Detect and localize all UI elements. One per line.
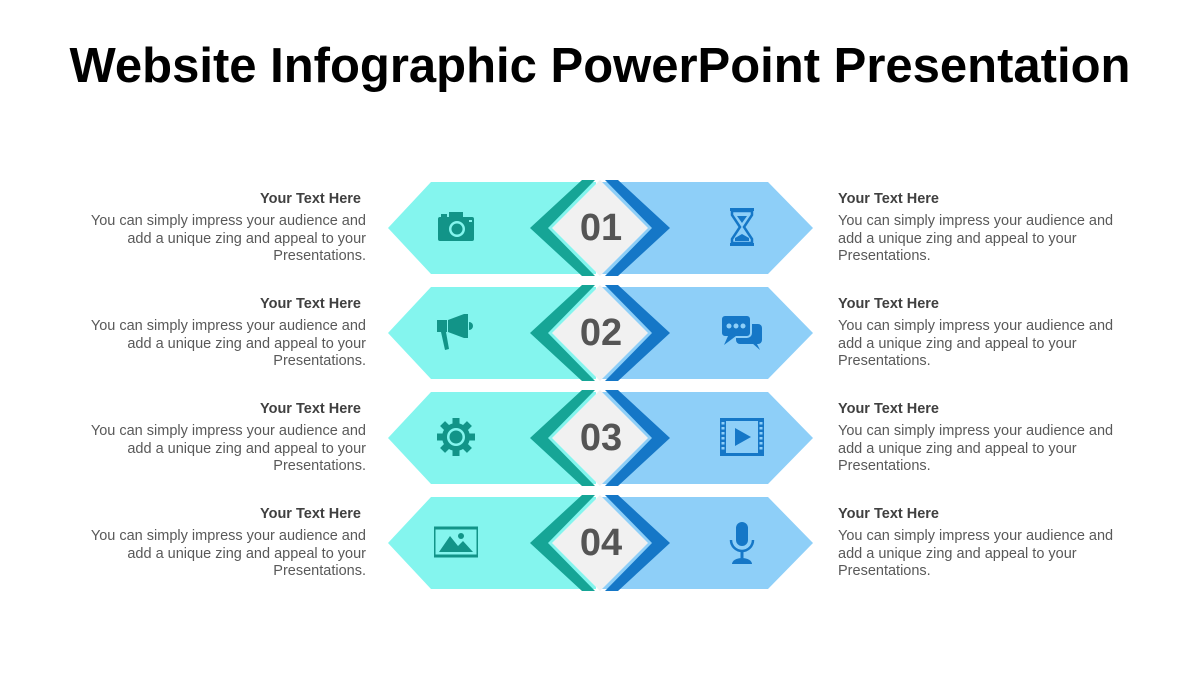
- right-text-block: Your Text Here You can simply impress yo…: [838, 505, 1128, 581]
- left-hexagon: [388, 287, 596, 379]
- left-body: You can simply impress your audience and…: [90, 423, 366, 474]
- step-shape: [388, 180, 813, 276]
- right-heading: Your Text Here: [838, 191, 939, 207]
- left-chevron: [530, 495, 595, 591]
- step-number: 01: [579, 207, 623, 249]
- right-hexagon: [600, 182, 813, 274]
- chat-bubbles-icon: [720, 312, 764, 352]
- step-graphic: 04: [386, 495, 816, 591]
- right-chevron: [605, 390, 670, 486]
- infographic-row-04: Your Text Here You can simply impress yo…: [0, 495, 1200, 591]
- left-text-block: Your Text Here You can simply impress yo…: [76, 295, 366, 371]
- right-text-block: Your Text Here You can simply impress yo…: [838, 295, 1128, 371]
- right-body: You can simply impress your audience and…: [838, 318, 1114, 369]
- step-graphic: 03: [386, 390, 816, 486]
- center-diamond: [552, 180, 648, 276]
- right-hexagon: [600, 392, 813, 484]
- left-body: You can simply impress your audience and…: [90, 528, 366, 579]
- step-graphic: 02: [386, 285, 816, 381]
- step-number: 03: [579, 417, 623, 459]
- left-chevron: [530, 180, 595, 276]
- slide-title: Website Infographic PowerPoint Presentat…: [69, 39, 1131, 93]
- infographic-row-03: Your Text Here You can simply impress yo…: [0, 390, 1200, 486]
- left-hexagon: [388, 392, 596, 484]
- image-icon: [434, 522, 478, 562]
- right-chevron: [605, 180, 670, 276]
- left-heading: Your Text Here: [260, 506, 361, 522]
- center-diamond: [552, 390, 648, 486]
- gear-icon: [434, 417, 478, 457]
- left-text-block: Your Text Here You can simply impress yo…: [76, 505, 366, 581]
- video-film-icon: [720, 417, 764, 457]
- microphone-icon: [720, 522, 764, 564]
- right-hexagon: [600, 497, 813, 589]
- right-chevron: [605, 285, 670, 381]
- right-heading: Your Text Here: [838, 401, 939, 417]
- step-shape: [388, 285, 813, 381]
- left-text-block: Your Text Here You can simply impress yo…: [76, 400, 366, 476]
- left-body: You can simply impress your audience and…: [90, 213, 366, 264]
- infographic-row-01: Your Text Here You can simply impress yo…: [0, 180, 1200, 276]
- right-body: You can simply impress your audience and…: [838, 213, 1114, 264]
- right-heading: Your Text Here: [838, 296, 939, 312]
- hourglass-icon: [720, 207, 764, 247]
- right-text-block: Your Text Here You can simply impress yo…: [838, 190, 1128, 266]
- left-heading: Your Text Here: [260, 401, 361, 417]
- left-text-block: Your Text Here You can simply impress yo…: [76, 190, 366, 266]
- left-body: You can simply impress your audience and…: [90, 318, 366, 369]
- step-shape: [388, 390, 813, 486]
- right-chevron: [605, 495, 670, 591]
- infographic-row-02: Your Text Here You can simply impress yo…: [0, 285, 1200, 381]
- right-body: You can simply impress your audience and…: [838, 528, 1114, 579]
- left-heading: Your Text Here: [260, 296, 361, 312]
- step-number: 04: [579, 522, 623, 564]
- right-body: You can simply impress your audience and…: [838, 423, 1114, 474]
- left-heading: Your Text Here: [260, 191, 361, 207]
- step-number: 02: [579, 312, 623, 354]
- step-graphic: 01: [386, 180, 816, 276]
- right-hexagon: [600, 287, 813, 379]
- camera-icon: [434, 207, 478, 247]
- left-hexagon: [388, 497, 596, 589]
- left-chevron: [530, 390, 595, 486]
- step-shape: [388, 495, 813, 591]
- right-text-block: Your Text Here You can simply impress yo…: [838, 400, 1128, 476]
- megaphone-icon: [434, 312, 478, 352]
- left-chevron: [530, 285, 595, 381]
- center-diamond: [552, 495, 648, 591]
- right-heading: Your Text Here: [838, 506, 939, 522]
- center-diamond: [552, 285, 648, 381]
- left-hexagon: [388, 182, 596, 274]
